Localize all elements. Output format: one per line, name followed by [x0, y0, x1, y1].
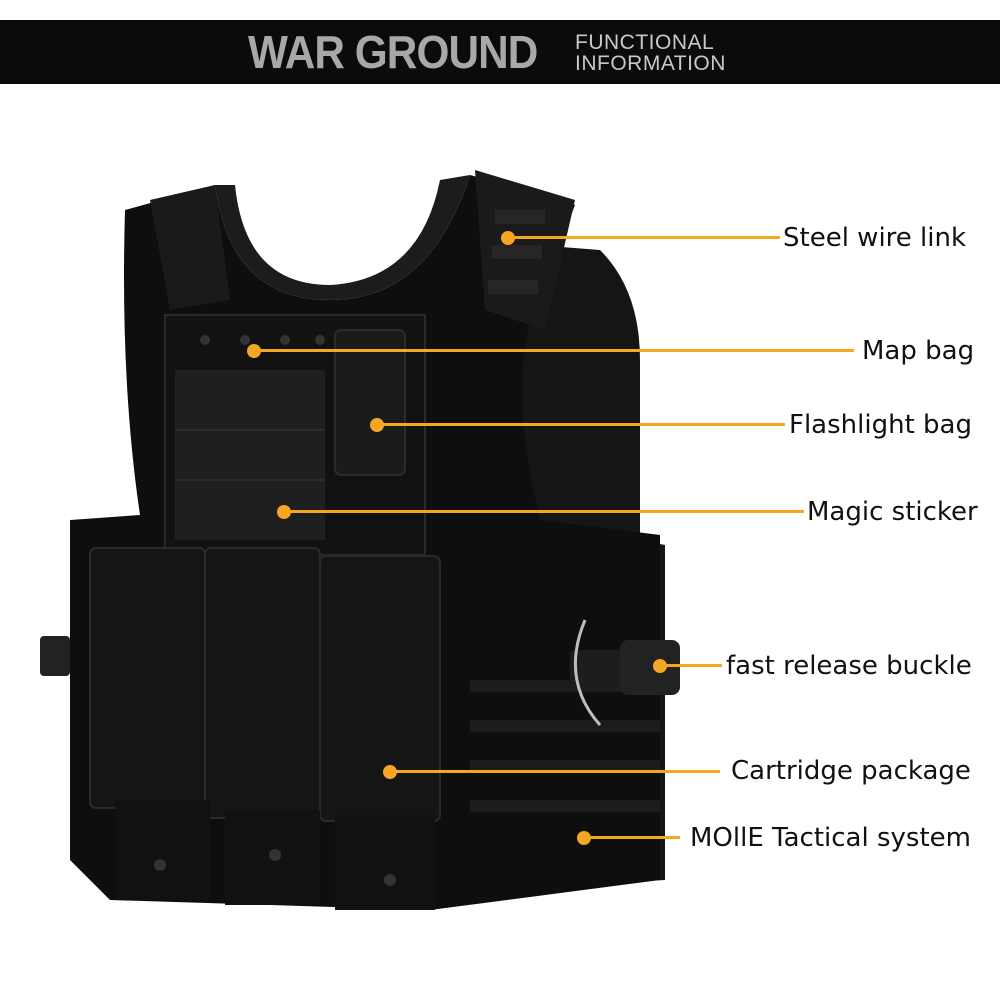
callout-dot-molle-tactical-system [577, 831, 591, 845]
callout-dot-map-bag [247, 344, 261, 358]
callout-label-steel-wire-link: Steel wire link [783, 223, 967, 253]
subtitle-line-2: INFORMATION [575, 52, 726, 75]
callout-line-steel-wire-link [508, 236, 780, 239]
callout-label-magic-sticker: Magic sticker [807, 497, 978, 527]
callout-dot-steel-wire-link [501, 231, 515, 245]
brand-logo-text: WAR GROUND [248, 26, 538, 78]
callout-dot-fast-release-buckle [653, 659, 667, 673]
callout-line-flashlight-bag [377, 423, 785, 426]
callout-dot-cartridge-package [383, 765, 397, 779]
callout-label-molle-tactical-system: MOllE Tactical system [690, 823, 971, 853]
callout-label-map-bag: Map bag [862, 336, 975, 366]
header-subtitle: FUNCTIONAL INFORMATION [575, 32, 726, 74]
callout-dot-flashlight-bag [370, 418, 384, 432]
callout-line-cartridge-package [390, 770, 720, 773]
callout-line-map-bag [254, 349, 854, 352]
callout-dot-magic-sticker [277, 505, 291, 519]
callout-line-fast-release-buckle [660, 664, 722, 667]
subtitle-line-1: FUNCTIONAL [575, 31, 715, 54]
callout-line-molle-tactical-system [584, 836, 680, 839]
callout-label-fast-release-buckle: fast release buckle [726, 651, 972, 681]
tactical-vest-illustration [40, 170, 680, 910]
header-banner [0, 20, 1000, 84]
callout-line-magic-sticker [284, 510, 804, 513]
callout-label-flashlight-bag: Flashlight bag [789, 410, 972, 440]
callout-label-cartridge-package: Cartridge package [731, 756, 971, 786]
